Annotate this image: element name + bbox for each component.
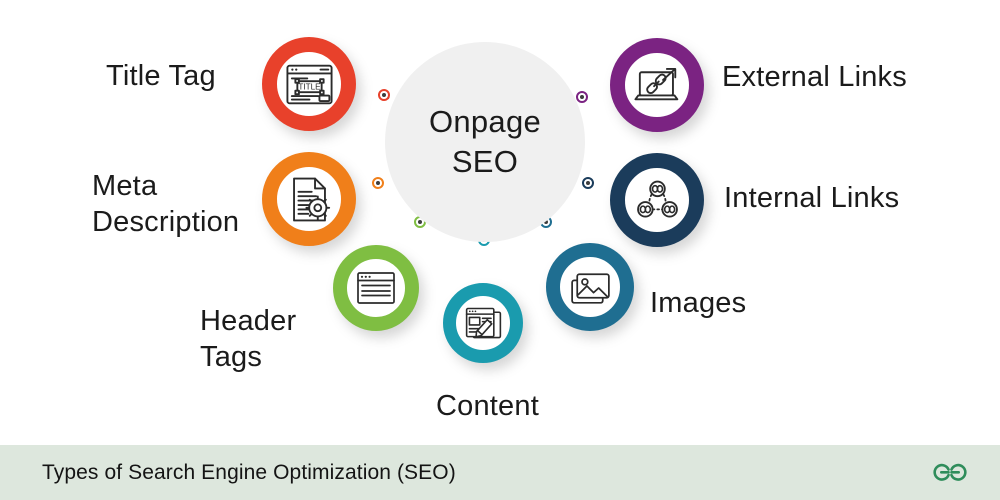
node-external-links[interactable] (610, 38, 704, 132)
node-images[interactable] (546, 243, 634, 331)
document-pencil-icon (465, 307, 501, 338)
hub-title-line2: SEO (451, 144, 519, 179)
arc-marker-meta-description (372, 177, 384, 189)
footer-title: Types of Search Engine Optimization (SEO… (42, 460, 456, 484)
label-meta-description: Meta Description (92, 170, 240, 239)
hub-title-line1: Onpage (428, 104, 542, 140)
label-internal-links: Internal Links (724, 182, 900, 214)
arc-marker-dot (544, 220, 548, 224)
node-title-tag[interactable]: TITLE (262, 37, 356, 131)
browser-window-icon (357, 272, 395, 304)
arc-marker-dot (418, 220, 422, 224)
link-network-icon (636, 180, 678, 218)
arc-marker-dot (382, 93, 386, 97)
label-external-links: External Links (722, 61, 907, 93)
arc-marker-dot (586, 181, 590, 185)
arc-marker-internal-links (582, 177, 594, 189)
node-content[interactable] (443, 283, 523, 363)
laptop-external-link-icon (633, 67, 678, 100)
label-content: Content (436, 390, 539, 422)
label-header-tags: Header Tags (200, 305, 297, 374)
label-title-tag: Title Tag (106, 60, 216, 92)
svg-text:TITLE: TITLE (298, 82, 321, 91)
node-header-tags[interactable] (333, 245, 419, 331)
document-gear-icon (292, 177, 330, 221)
arc-marker-external-links (576, 91, 588, 103)
browser-title-tag-icon: TITLE (285, 64, 333, 104)
node-internal-links[interactable] (610, 153, 704, 247)
geeksforgeeks-logo (930, 460, 970, 486)
node-meta-description[interactable] (262, 152, 356, 246)
arc-marker-dot (376, 181, 380, 185)
label-images: Images (650, 287, 747, 319)
arc-marker-dot (580, 95, 584, 99)
central-hub: Onpage SEO (385, 42, 585, 242)
photo-stack-icon (570, 272, 610, 304)
footer-bar: Types of Search Engine Optimization (SEO… (0, 445, 1000, 500)
arc-marker-title-tag (378, 89, 390, 101)
